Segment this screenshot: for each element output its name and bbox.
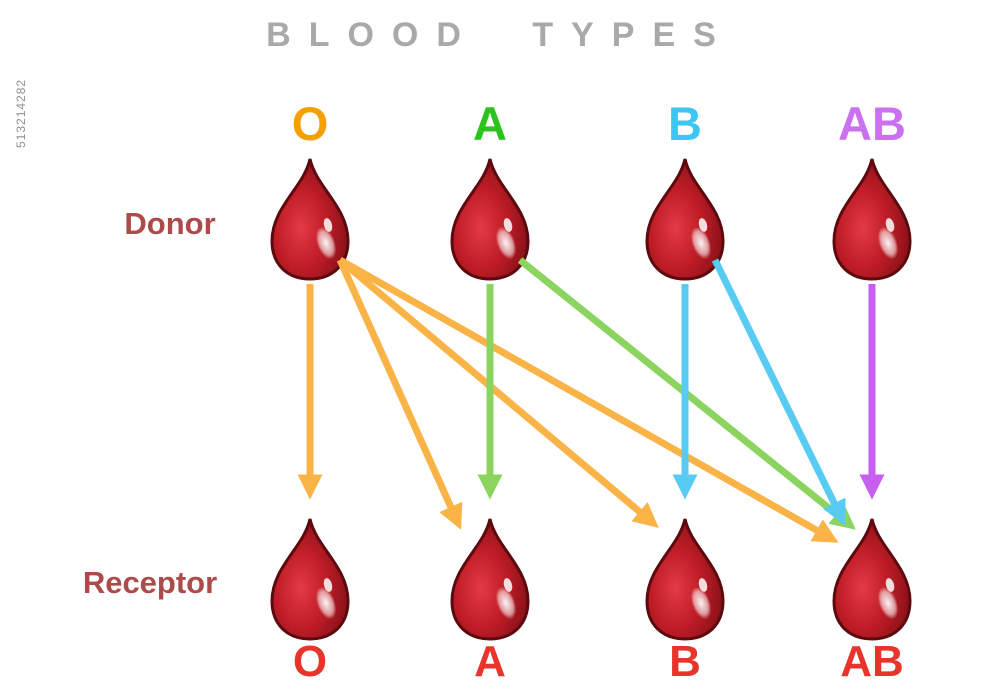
donor-blood-drop-B	[645, 158, 725, 281]
donor-blood-drop-A	[450, 158, 530, 281]
receptor-blood-drop-B	[645, 518, 725, 641]
receptor-type-label-O: O	[292, 637, 328, 686]
donor-type-label-O: O	[291, 97, 329, 150]
donor-row-label: Donor	[124, 206, 216, 241]
receptor-row-label: Receptor	[82, 565, 218, 600]
donor-blood-drop-AB	[832, 158, 912, 281]
receptor-type-label-AB: AB	[840, 637, 904, 686]
donor-type-label-B: B	[668, 97, 702, 150]
receptor-blood-drop-A	[450, 518, 530, 641]
receptor-type-label-A: A	[474, 637, 506, 686]
page-title: BLOOD TYPES	[266, 16, 734, 54]
arrow-O-to-B	[337, 257, 659, 528]
arrow-O-to-A	[336, 258, 463, 530]
donor-blood-drop-O	[270, 158, 350, 281]
arrow-B-to-AB	[711, 258, 846, 526]
donor-type-label-AB: AB	[838, 97, 906, 150]
receptor-blood-drop-O	[270, 518, 350, 641]
receptor-type-label-B: B	[669, 637, 701, 686]
arrow-O-to-AB	[338, 256, 839, 543]
receptor-blood-drop-AB	[832, 518, 912, 641]
donor-type-label-A: A	[473, 97, 507, 150]
